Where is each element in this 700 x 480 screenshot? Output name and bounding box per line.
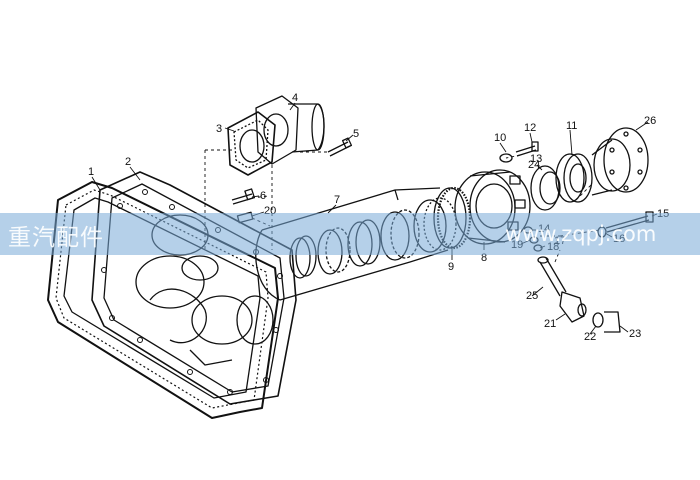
callout-23: 23	[629, 328, 641, 340]
watermark-url: www.zqpj.com	[505, 222, 657, 246]
bearing-24	[530, 165, 561, 211]
callout-8: 8	[481, 252, 487, 264]
watermark-band	[0, 213, 700, 255]
callout-2: 2	[125, 156, 131, 168]
callout-7: 7	[334, 194, 340, 206]
callout-4: 4	[292, 92, 298, 104]
bolt-12	[515, 141, 539, 157]
elbow-21	[559, 291, 587, 323]
bearing-cap	[255, 95, 325, 165]
callout-25: 25	[526, 290, 538, 302]
output-flange	[591, 127, 649, 196]
cap-gasket	[227, 111, 276, 176]
callout-3: 3	[216, 123, 222, 135]
nut-10	[499, 153, 513, 163]
plug-22-23	[592, 311, 621, 333]
callout-13: 13	[530, 153, 542, 165]
callout-1: 1	[88, 166, 94, 178]
callout-6: 6	[260, 190, 266, 202]
callout-24: 24	[528, 159, 540, 171]
callout-11: 11	[566, 120, 577, 132]
bolt-5	[327, 137, 353, 157]
bolt-6	[231, 188, 255, 205]
sensor-25	[537, 256, 567, 297]
callout-22: 22	[584, 331, 596, 343]
callout-5: 5	[353, 128, 359, 140]
callout-9: 9	[448, 261, 454, 273]
callout-21: 21	[544, 318, 556, 330]
bearing-11	[555, 153, 593, 203]
housing-cover	[91, 171, 297, 405]
gasket-outer	[47, 181, 279, 419]
callout-26: 26	[644, 115, 656, 127]
callout-12: 12	[524, 122, 536, 134]
watermark-text: 重汽配件	[8, 225, 104, 251]
callout-10: 10	[494, 132, 506, 144]
